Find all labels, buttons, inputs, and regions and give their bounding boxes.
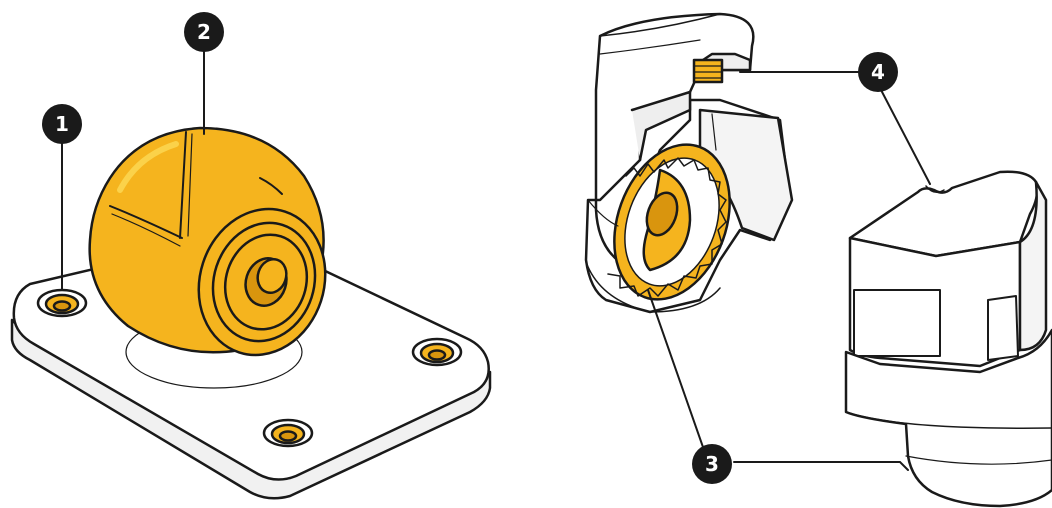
housing-window-left [854,290,940,356]
threaded-insert [694,60,722,82]
callout-badge-2: 2 [184,12,224,52]
callout-label-1: 1 [55,112,69,136]
callout-label-4: 4 [871,60,885,84]
leader-line-4b [880,88,930,184]
mounting-base-assembly [12,48,490,498]
outer-housing [846,172,1052,506]
callout-badge-3: 3 [692,444,732,484]
mounting-hole-2 [413,339,461,365]
callout-badge-1: 1 [42,104,82,144]
callout-label-3: 3 [705,452,719,476]
leader-line-3a [648,290,704,450]
mounting-hole-3 [264,420,312,446]
leader-line-3b [734,462,908,470]
housing-cutaway [586,14,792,316]
callout-badge-4: 4 [858,52,898,92]
callout-label-2: 2 [197,20,211,44]
mounting-hole-1 [38,290,86,316]
